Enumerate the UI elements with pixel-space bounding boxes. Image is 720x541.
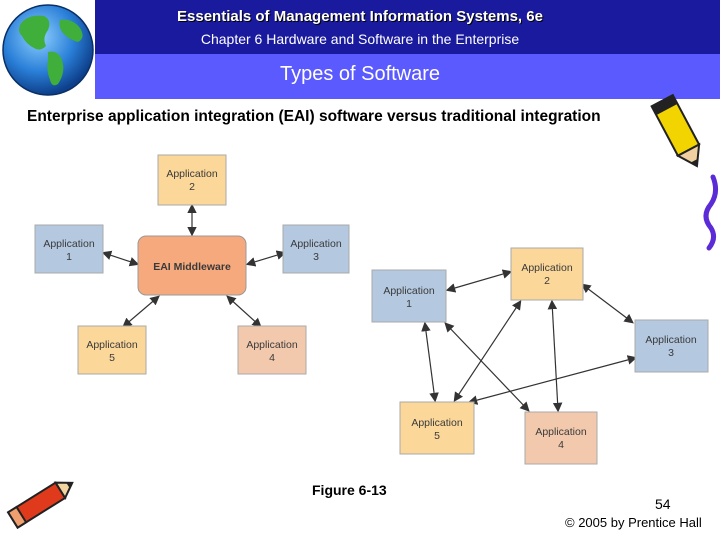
- trad-app5-label: Application: [411, 417, 463, 429]
- title-band: [95, 54, 720, 99]
- eai-app2-label: Application: [166, 168, 218, 180]
- eai-app3-number: 3: [313, 251, 319, 263]
- eai-app1-box: Application 1: [34, 224, 104, 274]
- eai-app2-number: 2: [189, 181, 195, 193]
- figure-caption: Figure 6-13: [312, 482, 387, 498]
- eai-app4-box: Application 4: [237, 325, 307, 375]
- globe-icon: [0, 0, 95, 99]
- slide-subtitle: Enterprise application integration (EAI)…: [27, 108, 601, 125]
- eai-app4-label: Application: [246, 339, 298, 351]
- section-title: Types of Software: [279, 63, 441, 85]
- header-subtitle: Chapter 6 Hardware and Software in the E…: [200, 31, 520, 47]
- trad-app3-box: Application 3: [634, 319, 709, 373]
- trad-app5-number: 5: [434, 430, 440, 442]
- trad-app2-box: Application 2: [510, 247, 584, 301]
- eai-app3-label: Application: [290, 238, 342, 250]
- eai-connectors: [101, 203, 287, 328]
- trad-app1-number: 1: [406, 298, 412, 310]
- trad-app4-label: Application: [535, 426, 587, 438]
- traditional-connectors: [421, 269, 638, 413]
- eai-app2-box: Application 2: [157, 154, 227, 206]
- eai-app5-number: 5: [109, 352, 115, 364]
- trad-app5-box: Application 5: [399, 401, 475, 455]
- page-number: 54: [655, 496, 671, 512]
- header-title: Essentials of Management Information Sys…: [177, 8, 543, 25]
- trad-app4-box: Application 4: [524, 411, 598, 465]
- trad-app3-number: 3: [668, 347, 674, 359]
- eai-app1-label: Application: [43, 238, 95, 250]
- eai-app5-box: Application 5: [77, 325, 147, 375]
- eai-middleware-label: EAI Middleware: [153, 261, 231, 273]
- trad-app2-label: Application: [521, 262, 573, 274]
- eai-app1-number: 1: [66, 251, 72, 263]
- trad-app2-number: 2: [544, 275, 550, 287]
- copyright-notice: © 2005 by Prentice Hall: [565, 515, 702, 530]
- header-bar: [0, 0, 720, 54]
- pen-writing-icon: [645, 92, 720, 252]
- eai-app4-number: 4: [269, 352, 275, 364]
- eai-middleware-box: EAI Middleware: [137, 235, 247, 296]
- eai-app5-label: Application: [86, 339, 138, 351]
- eai-app3-box: Application 3: [282, 224, 350, 274]
- trad-app1-label: Application: [383, 285, 435, 297]
- pencil-icon: [0, 470, 80, 536]
- trad-app3-label: Application: [645, 334, 697, 346]
- trad-app1-box: Application 1: [371, 269, 447, 323]
- trad-app4-number: 4: [558, 439, 564, 451]
